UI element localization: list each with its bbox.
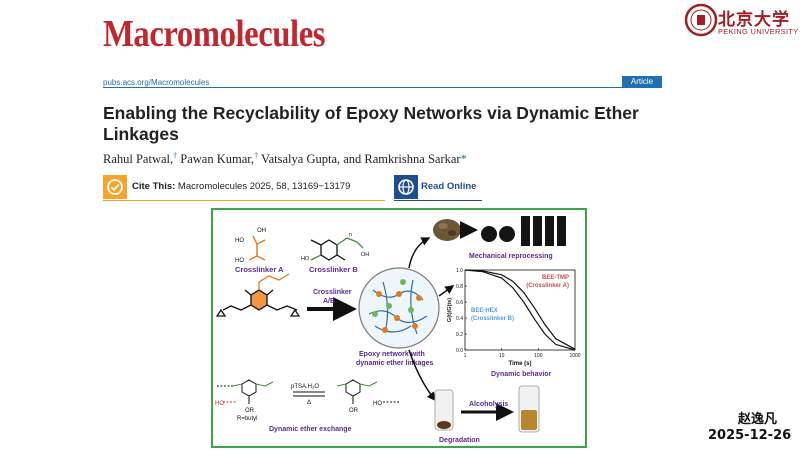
crushed-polymer-photo: [433, 219, 461, 241]
citation-value: Macromolecules 2025, 58, 13169−13179: [177, 181, 351, 192]
crosslinker-arrow-label: Crosslinker: [313, 289, 352, 296]
check-icon[interactable]: [103, 175, 127, 199]
y-tick-label: 0.8: [456, 284, 463, 290]
heat-label: Δ: [307, 400, 311, 406]
paper-title: Enabling the Recyclability of Epoxy Netw…: [103, 103, 639, 144]
crosslinker-b-label: Crosslinker B: [309, 265, 358, 274]
ether-exchange-scheme: [217, 379, 399, 404]
toc-svg: OH HO HO Crosslinker A HO OH n Crosslink…: [215, 216, 581, 444]
legend-entry: BEE-TMP: [542, 275, 569, 281]
legend-entry: BEE-HEX: [471, 308, 498, 314]
author-name[interactable]: Vatsalya Gupta, and Ramkrishna Sarkar: [260, 152, 461, 167]
reprocessed-samples-photo: [481, 216, 566, 246]
catalyst-label: pTSA.H₂O: [291, 384, 319, 390]
citation-text[interactable]: Cite This: Macromolecules 2025, 58, 1316…: [132, 181, 350, 192]
ether-label: OR: [245, 408, 255, 414]
university-name-en: PEKING UNIVERSITY: [718, 27, 799, 36]
y-tick-label: 0.2: [456, 332, 463, 338]
read-online-bar[interactable]: [394, 175, 482, 201]
process-arrow: [408, 237, 431, 269]
dynamic-ether-exchange-label: Dynamic ether exchange: [269, 426, 352, 433]
alcoholysis-label: Alcoholysis: [469, 401, 508, 408]
x-tick-label: 1000: [569, 353, 580, 359]
mechanical-reprocessing-label: Mechanical reprocessing: [469, 253, 553, 260]
cite-this-bar[interactable]: [103, 175, 385, 201]
legend-entry-sub: (Crosslinker B): [471, 316, 514, 322]
chart-plot-area: [464, 269, 576, 351]
r-group-label: R=butyl: [237, 416, 258, 422]
hydroxyl-label: OH: [361, 252, 369, 258]
corresponding-mark: *: [460, 152, 467, 167]
vial-after-photo: [518, 385, 540, 433]
journal-logo[interactable]: Macromolecules: [103, 13, 326, 55]
hydroxyl-label: HO: [373, 401, 382, 407]
crosslinker-a-structure: [248, 235, 266, 261]
series-line: [464, 269, 576, 351]
crosslinker-a-label: Crosslinker A: [235, 265, 284, 274]
process-arrow: [408, 349, 436, 402]
degradation-label: Degradation: [439, 437, 480, 444]
affiliation-mark: †: [254, 151, 259, 160]
x-tick-label: 100: [534, 353, 543, 359]
bee-monomer-structure: [215, 273, 301, 317]
toc-graphic: OH HO HO Crosslinker A HO OH n Crosslink…: [211, 208, 587, 448]
pku-logo: [684, 3, 718, 37]
crosslinker-b-structure: [310, 237, 364, 261]
globe-icon[interactable]: [394, 175, 418, 199]
header-rule: [103, 87, 662, 88]
hydroxyl-label: HO: [235, 238, 244, 244]
y-tick-label: 1.0: [456, 268, 463, 274]
y-tick-label: 0.0: [456, 348, 463, 354]
hydroxyl-label: OH: [257, 228, 266, 234]
ether-label: OR: [349, 408, 359, 414]
dynamic-behavior-label: Dynamic behavior: [491, 371, 552, 378]
journal-url-link[interactable]: pubs.acs.org/Macromolecules: [103, 78, 210, 87]
crosslinker-arrow-sublabel: A/B: [323, 298, 335, 305]
network-label-line2: dynamic ether linkages: [356, 360, 434, 367]
cite-label: Cite This:: [132, 181, 176, 192]
university-name-cn: 北京大学: [718, 10, 790, 30]
watermark-date: 2025-12-26: [708, 428, 792, 443]
author-watermark-name: 赵逸凡: [738, 412, 778, 427]
hydroxyl-label: HO: [215, 401, 224, 407]
y-axis-label: G(t)/G(ts): [447, 298, 453, 322]
author-name[interactable]: Rahul Patwal,: [103, 152, 174, 167]
epoxy-network-graphic: [358, 267, 440, 349]
author-list: Rahul Patwal,† Pawan Kumar,† Vatsalya Gu…: [103, 151, 467, 167]
article-type-badge: Article: [622, 76, 662, 88]
y-tick-label: 0.4: [456, 316, 463, 322]
legend-entry-sub: (Crosslinker A): [526, 283, 569, 289]
hydroxyl-label: HO: [235, 258, 244, 264]
author-name[interactable]: Pawan Kumar,: [180, 152, 255, 167]
x-axis-label: Time (s): [509, 361, 532, 367]
network-label-line1: Epoxy network with: [359, 351, 425, 358]
series-line: [464, 269, 576, 350]
subscript-label: n: [349, 232, 352, 238]
x-tick-label: 1: [464, 353, 467, 359]
read-online-link[interactable]: Read Online: [421, 181, 477, 192]
y-tick-label: 0.6: [456, 300, 463, 306]
vial-before-photo: [434, 389, 454, 431]
x-tick-label: 10: [499, 353, 505, 359]
affiliation-mark: †: [173, 151, 178, 160]
process-arrow: [438, 285, 455, 297]
hydroxyl-label: HO: [301, 256, 310, 262]
